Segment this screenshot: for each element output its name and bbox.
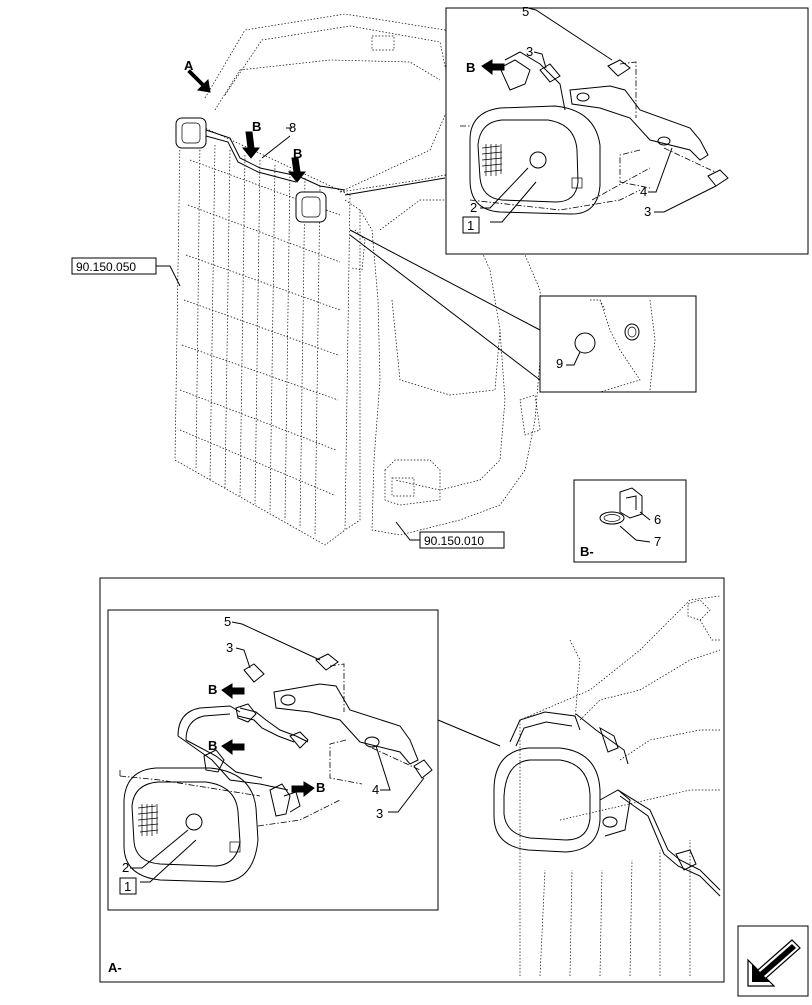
top-callout-3a: 3 [526, 44, 533, 59]
lower-callout-1: 1 [124, 879, 131, 894]
callout-6: 6 [654, 512, 661, 527]
top-callout-3b: 3 [644, 204, 651, 219]
callout-9: 9 [556, 356, 563, 371]
view-a-label: A [184, 58, 194, 73]
top-view-b-label: B [466, 60, 475, 75]
lower-callout-4: 4 [372, 782, 379, 797]
zoom-detail-view [539, 295, 697, 393]
lower-view-b-label-3: B [316, 780, 325, 795]
lower-lamp-grid [137, 804, 159, 836]
top-callout-2: 2 [470, 200, 477, 215]
lower-exploded-view [107, 609, 439, 911]
orientation-arrow-icon [737, 925, 809, 997]
lower-callout-3b: 3 [376, 806, 383, 821]
callout-8: 8 [289, 120, 296, 135]
lower-callout-2: 2 [122, 860, 129, 875]
top-detail-view [445, 7, 809, 255]
ref-90-150-010: 90.150.010 [424, 534, 484, 548]
main-cab-view [156, 13, 546, 546]
grille-bars [179, 139, 341, 537]
b-detail-view [573, 479, 687, 563]
ref-90-150-050: 90.150.050 [76, 260, 136, 274]
ref-box-left [71, 257, 157, 275]
b-detail-title: B- [580, 544, 594, 559]
lower-view-b-label-2: B [208, 738, 217, 753]
callout-7: 7 [654, 534, 661, 549]
lower-detail-title: A- [108, 960, 122, 975]
view-b-label-1: B [252, 119, 261, 134]
lower-view-b-label-1: B [208, 682, 217, 697]
ref-box-bottom [419, 531, 505, 549]
top-callout-1: 1 [467, 218, 474, 233]
lamp-grid [481, 144, 503, 176]
top-callout-5: 5 [522, 4, 529, 19]
top-callout-4: 4 [640, 184, 647, 199]
lower-callout-5: 5 [224, 614, 231, 629]
lower-callout-3a: 3 [226, 640, 233, 655]
view-b-label-2: B [293, 146, 302, 161]
